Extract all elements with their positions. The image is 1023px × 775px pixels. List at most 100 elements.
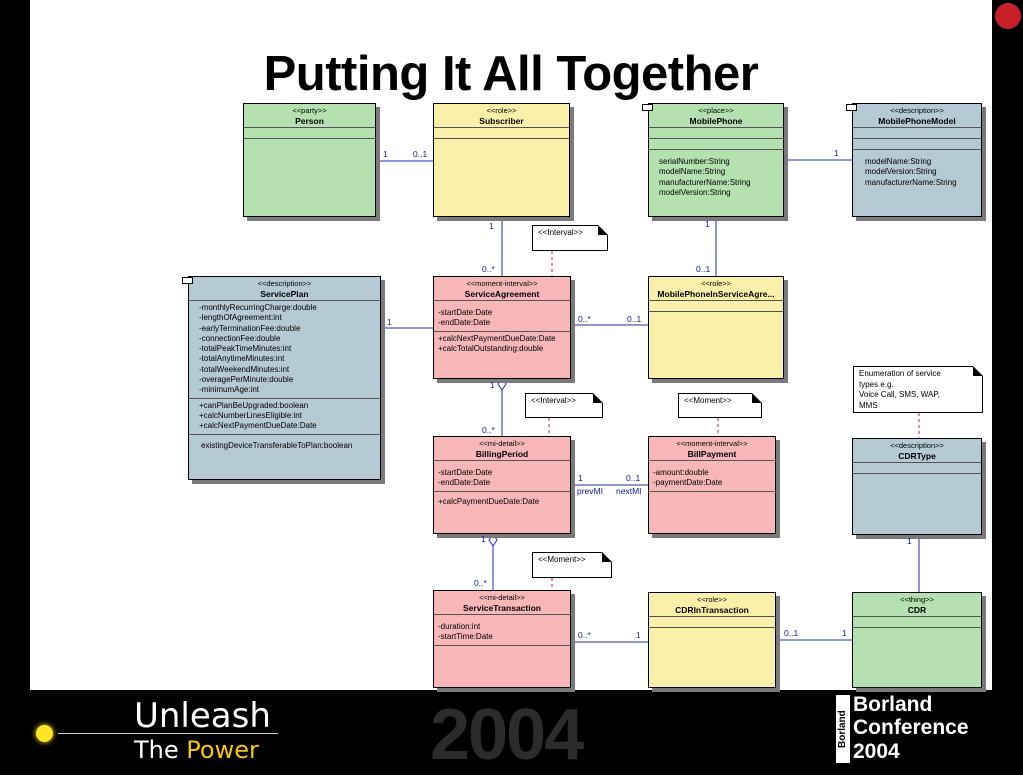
attribute: manufacturerName:String xyxy=(865,177,957,187)
multiplicity-label: 0..* xyxy=(474,578,487,588)
operation-section xyxy=(434,138,569,149)
attribute-section: serialNumber:String modelName:String man… xyxy=(649,149,783,200)
package-icon xyxy=(846,104,857,111)
attribute-section xyxy=(649,300,783,311)
class-person[interactable]: <<party>>Person xyxy=(243,103,376,217)
class-name: CDR xyxy=(907,605,927,615)
operation: +calcTotalOutstanding:double xyxy=(438,343,544,353)
multiplicity-label: 1 xyxy=(387,317,392,327)
attribute: -totalPeakTimeMinutes:int xyxy=(199,344,292,354)
class-servicetransaction[interactable]: <<mi-detail>>ServiceTransaction -duratio… xyxy=(433,590,571,688)
attribute-section: -duration:int -startTime:Date xyxy=(434,614,570,645)
multiplicity-label: 0..1 xyxy=(784,628,799,638)
multiplicity-label: 0..* xyxy=(578,314,591,324)
stereotype: <<role>> xyxy=(700,279,732,288)
class-subscriber[interactable]: <<role>>Subscriber xyxy=(433,103,570,217)
brand-line: 2004 xyxy=(853,740,900,763)
attribute-section: -monthlyRecurringCharge:double -lengthOf… xyxy=(189,300,380,398)
multiplicity-label: 1 xyxy=(907,536,912,546)
operation-section xyxy=(244,138,375,149)
operation: +calcNextPaymentDueDate:Date xyxy=(199,421,317,431)
operation-section xyxy=(853,627,981,638)
class-name: MobilePhoneInServiceAgre... xyxy=(657,289,775,299)
attribute: -totalAnytimeMinutes:int xyxy=(199,354,285,364)
attribute: modelVersion:String xyxy=(659,187,731,197)
attribute: -endDate:Date xyxy=(438,478,491,488)
attribute-section xyxy=(434,127,569,138)
class-serviceagreement[interactable]: <<moment-interval>>ServiceAgreement -sta… xyxy=(433,276,571,379)
role-label: nextMI xyxy=(616,486,642,496)
note-interval: <<Interval>> xyxy=(532,225,608,251)
multiplicity-label: 0..1 xyxy=(696,264,711,274)
attribute-section: -startDate:Date -endDate:Date xyxy=(434,300,570,331)
slide-title: Putting It All Together xyxy=(263,47,759,101)
attribute: modelVersion:String xyxy=(865,167,937,177)
separator-section xyxy=(649,127,783,138)
attribute: -startDate:Date xyxy=(438,468,493,477)
attribute: -amount:double xyxy=(653,468,709,477)
stereotype: <<mi-detail>> xyxy=(479,593,525,602)
package-icon xyxy=(182,277,193,284)
attribute: -totalWeekendMinutes:int xyxy=(199,364,290,374)
class-cdr[interactable]: <<thing>>CDR xyxy=(852,592,982,688)
multiplicity-label: 1 xyxy=(636,630,641,640)
note-line: Voice Call, SMS, WAP, xyxy=(859,390,940,399)
attribute: -minimumAge:int xyxy=(199,385,260,395)
tagline-unleash: Unleash xyxy=(134,696,271,736)
attribute: -connectionFee:double xyxy=(199,333,281,343)
operation-section: +calcNextPaymentDueDate:Date +calcTotalO… xyxy=(434,330,570,357)
attribute: -lengthOfAgreement:int xyxy=(199,313,282,323)
class-billpayment[interactable]: <<moment-interval>>BillPayment -amount:d… xyxy=(648,436,776,534)
multiplicity-label: 1 xyxy=(481,534,486,544)
attribute-section xyxy=(853,616,981,627)
multiplicity-label: 1 xyxy=(490,380,495,390)
attribute-section: -startDate:Date -endDate:Date xyxy=(434,460,570,491)
class-name: ServiceTransaction xyxy=(463,603,541,613)
class-mobilephone[interactable]: <<place>>MobilePhone serialNumber:String… xyxy=(648,103,784,217)
operation: +calcPaymentDueDate:Date xyxy=(438,496,540,506)
class-name: MobilePhone xyxy=(689,116,743,126)
class-mobilephonemodel[interactable]: <<description>>MobilePhoneModel modelNam… xyxy=(852,103,982,217)
attribute-section xyxy=(244,127,375,138)
year-watermark: 2004 xyxy=(430,695,584,775)
attribute: modelName:String xyxy=(659,167,726,177)
note-interval: <<Interval>> xyxy=(525,393,603,418)
conference-logo-icon xyxy=(995,3,1021,29)
note-moment: <<Moment>> xyxy=(678,393,762,418)
attribute: existingDeviceTransferableToPlan:boolean xyxy=(201,440,353,450)
class-name: Subscriber xyxy=(479,116,524,126)
class-mobilephoneinserviceagreement[interactable]: <<role>>MobilePhoneInServiceAgre... xyxy=(648,276,784,379)
class-cdrintransaction[interactable]: <<role>>CDRInTransaction xyxy=(648,592,776,688)
stereotype: <<party>> xyxy=(292,106,327,115)
separator-section xyxy=(853,138,981,149)
glow-dot-icon xyxy=(36,725,53,742)
class-name: BillingPeriod xyxy=(475,449,529,459)
class-cdrtype[interactable]: <<description>>CDRType xyxy=(852,438,982,535)
operation-section xyxy=(434,644,570,656)
operation: +canPlanBeUpgraded:boolean xyxy=(199,400,309,410)
multiplicity-label: 0..* xyxy=(578,630,591,640)
attribute-section xyxy=(649,616,775,627)
footer-divider xyxy=(58,733,278,734)
stereotype: <<mi-detail>> xyxy=(479,439,525,448)
aggregation-diamond-2 xyxy=(488,533,498,547)
multiplicity-label: 0..1 xyxy=(413,149,428,159)
stereotype: <<description>> xyxy=(890,441,944,450)
attribute-section: modelName:String modelVersion:String man… xyxy=(853,149,981,190)
note-line: types e.g. xyxy=(859,379,894,389)
brand-line: Borland xyxy=(853,693,933,716)
multiplicity-label: 1 xyxy=(834,148,839,158)
footer-banner xyxy=(0,690,1023,770)
multiplicity-label: 1 xyxy=(842,628,847,638)
class-name: ServicePlan xyxy=(260,289,309,299)
class-serviceplan[interactable]: <<description>>ServicePlan -monthlyRecur… xyxy=(188,276,381,480)
multiplicity-label: 1 xyxy=(705,219,710,229)
stereotype: <<moment-interval>> xyxy=(676,439,748,448)
stereotype: <<description>> xyxy=(257,279,312,288)
operation-section xyxy=(649,490,775,502)
operation: +calcNumberLinesEligible:int xyxy=(199,410,302,420)
attribute-section: -amount:double -paymentDate:Date xyxy=(649,460,775,491)
class-billingperiod[interactable]: <<mi-detail>>BillingPeriod -startDate:Da… xyxy=(433,436,571,534)
stereotype: <<description>> xyxy=(890,106,944,115)
